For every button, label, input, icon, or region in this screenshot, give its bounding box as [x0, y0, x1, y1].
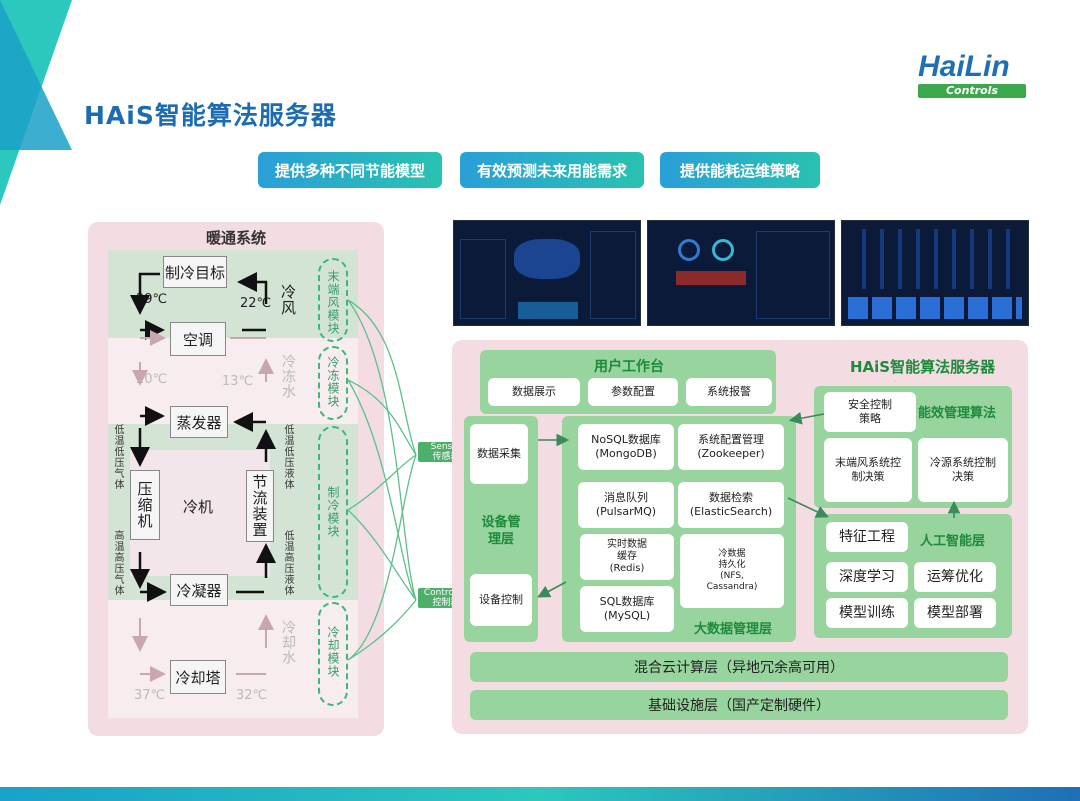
- dashboard-screenshot-1: [453, 220, 641, 326]
- feature-pill-prediction: 有效预测未来用能需求: [460, 152, 644, 188]
- feature-pill-strategy: 提供能耗运维策略: [660, 152, 820, 188]
- logo-subtext: Controls: [918, 84, 1026, 98]
- logo-text: HaiLin: [918, 50, 1010, 83]
- module-label-refrigeration: 制冷模块: [326, 486, 340, 538]
- temp-22: 22℃: [240, 296, 272, 311]
- device-control: 设备控制: [470, 574, 532, 626]
- connection-curves: [347, 299, 417, 661]
- efficiency-source: 冷源系统控制 决策: [918, 438, 1008, 502]
- controller-en: Controller: [423, 588, 469, 598]
- workbench-alarm: 系统报警: [686, 378, 772, 406]
- sensor-cn: 传感器: [432, 452, 460, 462]
- bigdata-title: 大数据管理层: [694, 622, 773, 637]
- bigdata-cache: 实时数据 缓存 (Redis): [580, 534, 674, 580]
- cooling-water-label: 冷却水: [280, 620, 296, 665]
- bigdata-queue: 消息队列 (PulsarMQ): [578, 482, 674, 528]
- ai-deep-learning: 深度学习: [826, 562, 908, 592]
- module-label-cooling: 冷却模块: [326, 626, 340, 678]
- arrow: [130, 272, 160, 315]
- bigdata-nosql: NoSQL数据库 (MongoDB): [578, 424, 674, 470]
- compressor-box: 压缩机: [130, 470, 160, 540]
- hp-gas-label: 高温高压气体: [112, 530, 123, 596]
- lp-liquid-label: 低温低压液体: [282, 424, 293, 490]
- sensor-en: Sensor: [430, 442, 462, 452]
- efficiency-title: 能效管理算法: [918, 406, 997, 421]
- efficiency-security: 安全控制 策略: [824, 392, 916, 432]
- ai-feature-eng: 特征工程: [826, 522, 908, 552]
- dashboard-screenshot-3: [841, 220, 1029, 326]
- bigdata-cold: 冷数据 持久化 (NFS, Cassandra): [680, 534, 784, 608]
- workbench-title: 用户工作台: [594, 359, 664, 375]
- tower-box: 冷却塔: [170, 660, 226, 694]
- workbench-data-display: 数据展示: [488, 378, 580, 406]
- server-arrows: [537, 411, 961, 598]
- hvac-title: 暖通系统: [205, 229, 266, 247]
- module-refrigeration: [318, 426, 348, 598]
- module-terminal-air: [318, 258, 348, 342]
- hp-liquid-label: 低温高压液体: [282, 530, 293, 596]
- device-layer-title: 设备管理层: [481, 515, 521, 547]
- ai-optimization: 运筹优化: [914, 562, 996, 592]
- lp-gas-label: 低温低压气体: [112, 424, 123, 490]
- module-cooling: [318, 602, 348, 706]
- device-data-collect: 数据采集: [470, 424, 528, 484]
- bigdata-search: 数据检索 (ElasticSearch): [678, 482, 784, 528]
- evaporator-box: 蒸发器: [170, 406, 228, 438]
- module-label-chilled: 冷冻模块: [326, 356, 340, 408]
- cooling-band: [108, 600, 358, 718]
- feature-pill-models: 提供多种不同节能模型: [258, 152, 442, 188]
- ai-model-training: 模型训练: [826, 598, 908, 628]
- temp-13: 13℃: [222, 374, 254, 389]
- target-box: 制冷目标: [163, 256, 227, 288]
- temp-32: 32℃: [236, 688, 268, 703]
- cold-air-label: 冷风: [279, 284, 297, 316]
- hailin-logo: HaiLin Controls: [918, 52, 1026, 98]
- bottom-bar: [0, 787, 1080, 801]
- chilled-water-label: 冷冻水: [280, 354, 296, 399]
- hvac-arrows: [130, 272, 276, 682]
- corner-decoration-blue: [0, 0, 72, 150]
- ai-title: 人工智能层: [920, 534, 986, 549]
- condenser-box: 冷凝器: [170, 574, 228, 606]
- bigdata-sql: SQL数据库 (MySQL): [580, 586, 674, 632]
- bigdata-zookeeper: 系统配置管理 (Zookeeper): [678, 424, 784, 470]
- module-chilled: [318, 346, 348, 420]
- page-title: HAiS智能算法服务器: [84, 101, 337, 130]
- server-title: HAiS智能算法服务器: [850, 358, 996, 376]
- controller-cn: 控制器: [432, 598, 460, 608]
- cloud-layer: 混合云计算层（异地冗余高可用）: [470, 652, 1008, 682]
- temp-37: 37℃: [134, 688, 166, 703]
- dashboard-screenshot-2: [647, 220, 835, 326]
- efficiency-terminal: 末端风系统控 制决策: [824, 438, 912, 502]
- throttle-box: 节流装置: [246, 470, 274, 542]
- ai-model-deploy: 模型部署: [914, 598, 996, 628]
- workbench-param-config: 参数配置: [588, 378, 678, 406]
- module-label-terminal: 末端风模块: [326, 270, 340, 335]
- chiller-label: 冷机: [183, 498, 214, 516]
- ac-box: 空调: [170, 322, 226, 356]
- infra-layer: 基础设施层（国产定制硬件）: [470, 690, 1008, 720]
